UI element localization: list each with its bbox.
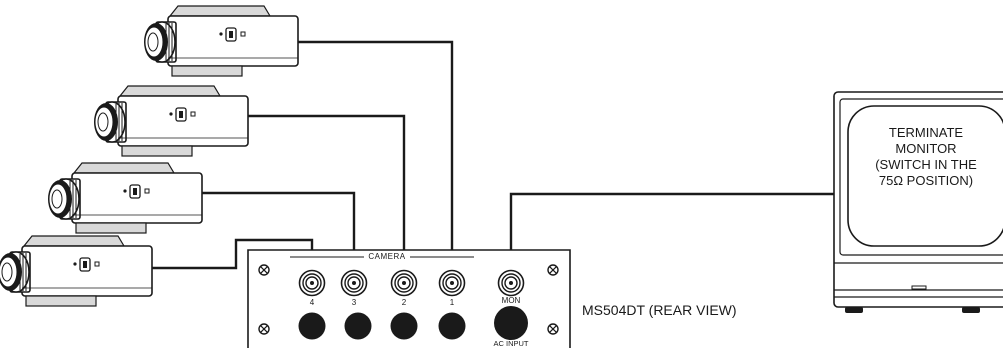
monitor-output-label: MON [502, 296, 521, 305]
knockout-3-icon [344, 312, 372, 340]
camera-section-label: CAMERA [368, 252, 405, 261]
cable-camera-2 [248, 114, 406, 280]
camera-3 [47, 162, 203, 234]
rear-panel: CAMERA 4 3 2 1 MON AC INPUT [247, 249, 571, 348]
input-label-4: 4 [310, 298, 315, 307]
monitor-text-line-1: TERMINATE [889, 125, 963, 140]
input-label-1: 1 [450, 298, 455, 307]
monitor-text-line-2: MONITOR [895, 141, 956, 156]
screw-icon [547, 264, 559, 276]
bnc-input-3-icon [340, 269, 368, 297]
monitor: TERMINATE MONITOR (SWITCH IN THE 75Ω POS… [833, 91, 1003, 313]
panel-outline [247, 249, 571, 348]
knockout-4-icon [298, 312, 326, 340]
input-label-2: 2 [402, 298, 407, 307]
knockout-2-icon [390, 312, 418, 340]
monitor-screen [847, 105, 1003, 247]
screw-icon [547, 323, 559, 335]
screw-icon [258, 323, 270, 335]
bnc-monitor-output-icon [497, 269, 525, 297]
bnc-input-2-icon [390, 269, 418, 297]
knockout-1-icon [438, 312, 466, 340]
bnc-input-1-icon [438, 269, 466, 297]
ac-input-knockout-icon [494, 306, 528, 340]
input-label-3: 3 [352, 298, 357, 307]
bnc-input-4-icon [298, 269, 326, 297]
camera-1 [143, 5, 299, 77]
ac-input-label: AC INPUT [493, 339, 528, 348]
camera-2 [93, 85, 249, 157]
cable-camera-1 [298, 40, 454, 280]
monitor-text-line-3: (SWITCH IN THE [875, 157, 977, 172]
unit-caption: MS504DT (REAR VIEW) [582, 302, 737, 318]
monitor-text-line-4: 75Ω POSITION) [879, 173, 973, 188]
screw-icon [258, 264, 270, 276]
cables [152, 40, 834, 280]
camera-4 [0, 235, 153, 307]
